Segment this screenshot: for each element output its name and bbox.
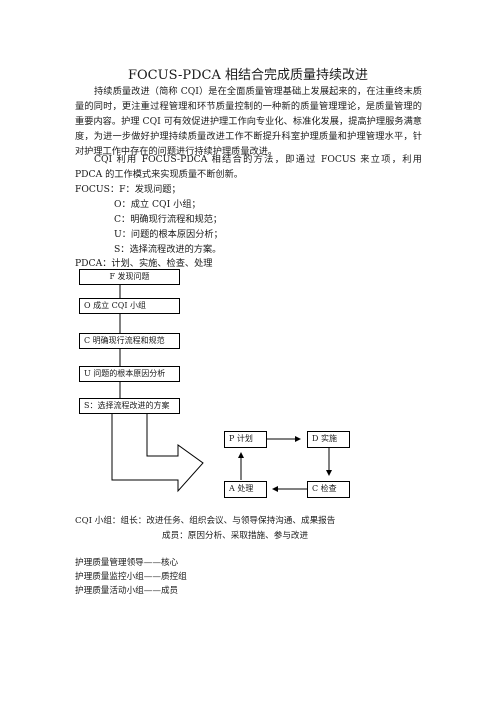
- focus-item-o: O：成立 CQI 小组；: [114, 199, 201, 210]
- pdca-line: PDCA：计划、实施、检查、处理: [75, 258, 213, 269]
- pdca-act-box: A 处理: [224, 481, 267, 498]
- pdca-plan-box: P 计划: [224, 431, 267, 448]
- focus-item-s: S：选择流程改进的方案。: [114, 244, 222, 255]
- flow-box-c: C 明确现行流程和规范: [79, 333, 180, 349]
- focus-item-u: U：问题的根本原因分析；: [114, 229, 223, 240]
- focus-heading: FOCUS：F：发现问题；: [75, 184, 181, 195]
- pdca-do-box: D 实施: [307, 431, 350, 448]
- block-arrow-icon: [111, 438, 204, 493]
- org-monitoring: 护理质量监控小组——质控组: [75, 572, 187, 582]
- org-leadership: 护理质量管理领导——核心: [75, 558, 179, 568]
- flow-box-o: O 成立 CQI 小组: [79, 298, 180, 314]
- page-title: FOCUS-PDCA 相结合完成质量持续改进: [128, 68, 368, 83]
- cqi-group-members: 成员：原因分析、采取措施、参与改进: [162, 531, 309, 541]
- org-activity: 护理质量活动小组——成员: [75, 586, 179, 596]
- flow-box-s: S：选择流程改进的方案: [79, 398, 180, 414]
- flow-box-f: F 发现问题: [79, 269, 180, 285]
- pdca-check-box: C 检查: [307, 481, 350, 498]
- flow-box-u: U 问题的根本原因分析: [79, 366, 180, 382]
- cqi-group-leader: CQI 小组：组长：改进任务、组织会议、与领导保持沟通、成果报告: [75, 516, 336, 526]
- focus-item-c: C：明确现行流程和规范；: [114, 214, 223, 225]
- method-paragraph: CQI 利用 FOCUS-PDCA 相结合的方法，即通过 FOCUS 来立项，利…: [75, 154, 422, 180]
- intro-paragraph: 持续质量改进（简称 CQI）是在全面质量管理基础上发展起来的，在注重终末质量的同…: [75, 86, 422, 157]
